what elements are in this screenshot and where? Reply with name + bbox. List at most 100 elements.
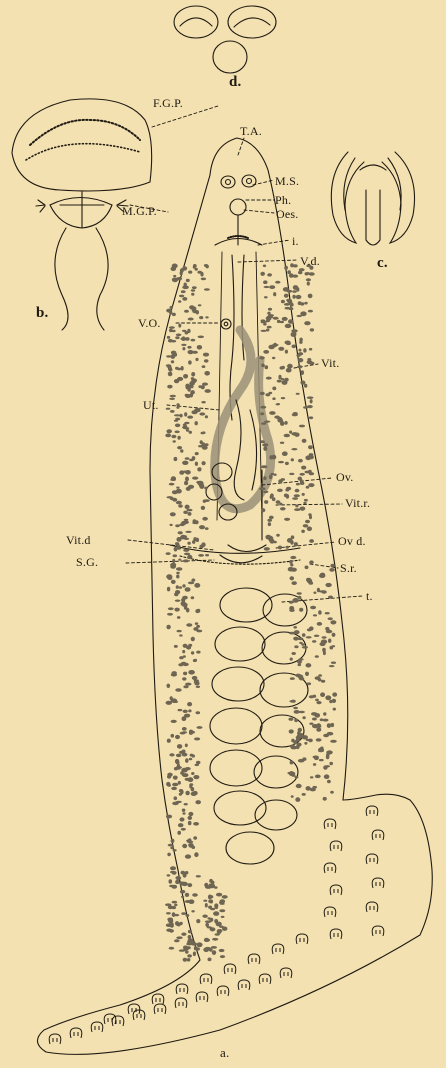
figure-c-drawing xyxy=(331,152,414,245)
vitelline-follicle xyxy=(294,494,300,497)
vitelline-follicle xyxy=(172,559,175,563)
vitelline-follicle xyxy=(268,522,271,526)
vitelline-follicle xyxy=(204,288,210,290)
vitelline-follicle xyxy=(314,635,320,637)
vitelline-follicle xyxy=(292,290,297,293)
vitelline-follicle xyxy=(306,636,312,638)
vitelline-follicle xyxy=(185,457,190,460)
vitelline-follicle xyxy=(216,893,222,897)
vitelline-follicle xyxy=(194,852,198,857)
tail-clamp xyxy=(176,984,188,994)
vitelline-follicle xyxy=(179,882,183,886)
vitelline-follicle xyxy=(187,346,191,349)
vitelline-follicle xyxy=(205,923,209,927)
vitelline-follicle xyxy=(171,435,176,439)
vitelline-follicle xyxy=(205,920,211,923)
vitelline-follicle xyxy=(168,576,173,580)
vitelline-follicle xyxy=(204,883,208,887)
vitelline-follicle xyxy=(302,793,306,796)
vitelline-follicle xyxy=(325,583,331,587)
vitelline-follicle xyxy=(269,456,273,459)
vitelline-follicle xyxy=(185,758,189,763)
vitelline-follicle xyxy=(263,323,267,326)
vitelline-follicle xyxy=(167,613,173,616)
vitelline-follicle xyxy=(315,655,319,658)
vitelline-follicle xyxy=(182,809,186,812)
vitelline-follicle xyxy=(284,294,289,298)
vitelline-follicle xyxy=(297,365,302,368)
vitelline-follicle xyxy=(204,359,209,362)
tail-clamp xyxy=(154,1004,166,1014)
vitelline-follicle xyxy=(329,568,334,572)
tail-clamp xyxy=(112,1016,124,1026)
vitelline-follicle xyxy=(269,475,272,480)
vitelline-follicle xyxy=(285,307,291,310)
vitelline-follicle xyxy=(293,637,299,641)
label-t: t. xyxy=(366,589,373,604)
vitelline-follicle xyxy=(187,555,192,559)
vitelline-follicle xyxy=(188,350,194,354)
vitelline-follicle xyxy=(188,670,195,675)
vitelline-follicle xyxy=(291,448,297,450)
vitelline-follicle xyxy=(291,535,295,539)
vitelline-follicle xyxy=(195,947,200,950)
vitelline-follicle xyxy=(284,378,288,382)
vitelline-follicle xyxy=(312,695,316,698)
vitelline-follicle xyxy=(279,503,282,506)
vitelline-follicle xyxy=(193,952,196,957)
vitelline-follicle xyxy=(184,538,189,540)
figure-label-a: a. xyxy=(220,1045,229,1061)
vitelline-follicle xyxy=(179,634,183,636)
vitelline-follicle xyxy=(314,756,319,760)
vitelline-follicle xyxy=(179,586,182,589)
vitelline-follicle xyxy=(298,728,302,732)
vitelline-follicle xyxy=(188,485,194,489)
vitelline-follicle xyxy=(194,583,200,588)
vitelline-follicle xyxy=(315,699,319,702)
vitelline-follicle xyxy=(268,392,272,394)
vitelline-follicle xyxy=(306,486,310,489)
vitelline-follicle xyxy=(167,853,171,857)
vitelline-follicle xyxy=(166,625,170,630)
vitelline-follicle xyxy=(304,499,308,502)
vitelline-follicle xyxy=(166,912,171,914)
vitelline-follicle xyxy=(186,429,189,432)
vitelline-follicle xyxy=(170,410,175,413)
vitelline-follicle xyxy=(262,443,268,446)
vitelline-follicle xyxy=(292,598,298,603)
tail-clamp xyxy=(175,998,187,1008)
vitelline-follicle xyxy=(312,640,316,643)
vitelline-follicle xyxy=(310,399,313,403)
vitelline-follicle xyxy=(188,644,192,647)
vitelline-follicle xyxy=(192,477,198,480)
vitelline-follicle xyxy=(173,776,178,780)
vitelline-follicle xyxy=(197,345,202,350)
vitelline-follicle xyxy=(306,278,311,281)
vitelline-follicle xyxy=(303,348,306,352)
vitelline-follicle xyxy=(192,522,196,525)
vitelline-follicle xyxy=(306,786,311,791)
vitelline-follicle xyxy=(292,581,297,585)
vitelline-follicle xyxy=(173,554,178,557)
vitelline-follicle xyxy=(196,538,199,542)
label-vo: V.O. xyxy=(138,316,161,331)
vitelline-follicle xyxy=(328,596,333,599)
vitelline-follicle xyxy=(293,285,298,290)
vitelline-follicle xyxy=(290,658,293,661)
vitelline-follicle xyxy=(290,263,294,267)
anterior-organs xyxy=(215,175,262,520)
vitelline-follicle xyxy=(172,912,176,917)
vitelline-follicle xyxy=(280,366,284,369)
vitelline-follicle xyxy=(291,329,298,332)
vitelline-follicle xyxy=(293,275,299,278)
vitelline-follicle xyxy=(183,374,188,379)
vitelline-follicle xyxy=(195,358,198,361)
vitelline-follicle xyxy=(289,473,294,475)
label-mgp: M.G.P. xyxy=(122,204,157,219)
vitelline-follicle xyxy=(205,554,209,556)
vitelline-follicle xyxy=(306,579,312,582)
vitelline-follicle xyxy=(189,431,192,434)
vitelline-follicle xyxy=(183,958,188,962)
label-ta: T.A. xyxy=(240,124,262,139)
vitelline-follicle xyxy=(196,711,201,714)
